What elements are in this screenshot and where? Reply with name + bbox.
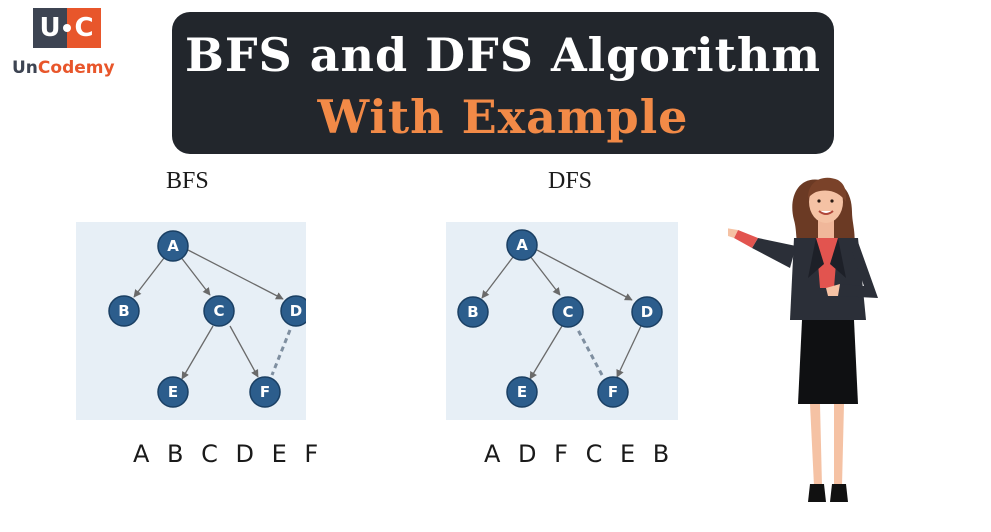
title-banner: BFS and DFS Algorithm With Example: [172, 12, 834, 154]
bfs-node-f-label: F: [260, 383, 270, 401]
dfs-edge-a-d: [536, 249, 633, 301]
bfs-node-d-label: D: [290, 302, 302, 320]
bfs-node-b-label: B: [118, 302, 129, 320]
dfs-node-e-label: E: [517, 383, 527, 401]
logo-badge: U C: [33, 8, 101, 56]
dfs-edge-c-e: [529, 325, 563, 380]
bfs-edge-c-f: [229, 325, 259, 378]
bfs-node-e-label: E: [168, 383, 178, 401]
dfs-edge-d-f: [616, 325, 642, 378]
dfs-node-a: A: [506, 229, 538, 261]
dfs-node-f-label: F: [608, 383, 618, 401]
bfs-traversal-order: A B C D E F: [133, 440, 324, 468]
bfs-graph: A B C D E F: [108, 230, 306, 408]
dfs-graph: A B C D E F: [457, 229, 663, 408]
bfs-node-a: A: [157, 230, 189, 262]
bfs-node-e: E: [157, 376, 189, 408]
logo-letter-c: C: [67, 8, 101, 48]
bfs-heading: BFS: [166, 168, 209, 194]
bfs-edge-a-b: [133, 257, 165, 298]
dfs-node-c: C: [552, 296, 584, 328]
bfs-node-c: C: [203, 295, 235, 327]
bfs-graph-panel: A B C D E F: [76, 222, 306, 420]
dfs-node-a-label: A: [516, 236, 528, 254]
dfs-node-e: E: [506, 376, 538, 408]
bfs-node-c-label: C: [213, 302, 224, 320]
dfs-node-b-label: B: [467, 303, 478, 321]
dfs-edge-f-c-backtrack: [576, 329, 604, 376]
logo-wordmark: UnCodemy: [12, 58, 115, 78]
logo-letter-u: U: [33, 8, 67, 48]
bfs-edge-c-e: [181, 325, 214, 380]
dfs-node-b: B: [457, 296, 489, 328]
logo-wordmark-codemy: Codemy: [37, 58, 115, 78]
title-line-2: With Example: [317, 90, 689, 144]
dfs-graph-panel: A B C D E F: [446, 222, 678, 420]
bfs-edge-d-f-backtrack: [270, 329, 292, 376]
dfs-node-d: D: [631, 296, 663, 328]
presenter-illustration: [728, 177, 878, 502]
dfs-node-d-label: D: [641, 303, 653, 321]
uncodemy-logo: U C UnCodemy: [12, 8, 122, 80]
bfs-node-f: F: [249, 376, 281, 408]
dfs-edge-a-c: [529, 255, 561, 296]
dfs-node-f: F: [597, 376, 629, 408]
dfs-node-c-label: C: [562, 303, 573, 321]
bfs-edge-a-c: [179, 255, 211, 296]
title-line-1: BFS and DFS Algorithm: [184, 28, 822, 82]
dfs-edge-a-b: [481, 256, 514, 299]
logo-wordmark-un: Un: [12, 58, 38, 78]
bfs-node-d: D: [280, 295, 306, 327]
logo-dot: [63, 24, 71, 32]
bfs-node-a-label: A: [167, 237, 179, 255]
dfs-heading: DFS: [548, 168, 593, 194]
bfs-node-b: B: [108, 295, 140, 327]
bfs-edge-a-d: [187, 249, 284, 300]
dfs-traversal-order: A D F C E B: [484, 440, 675, 468]
